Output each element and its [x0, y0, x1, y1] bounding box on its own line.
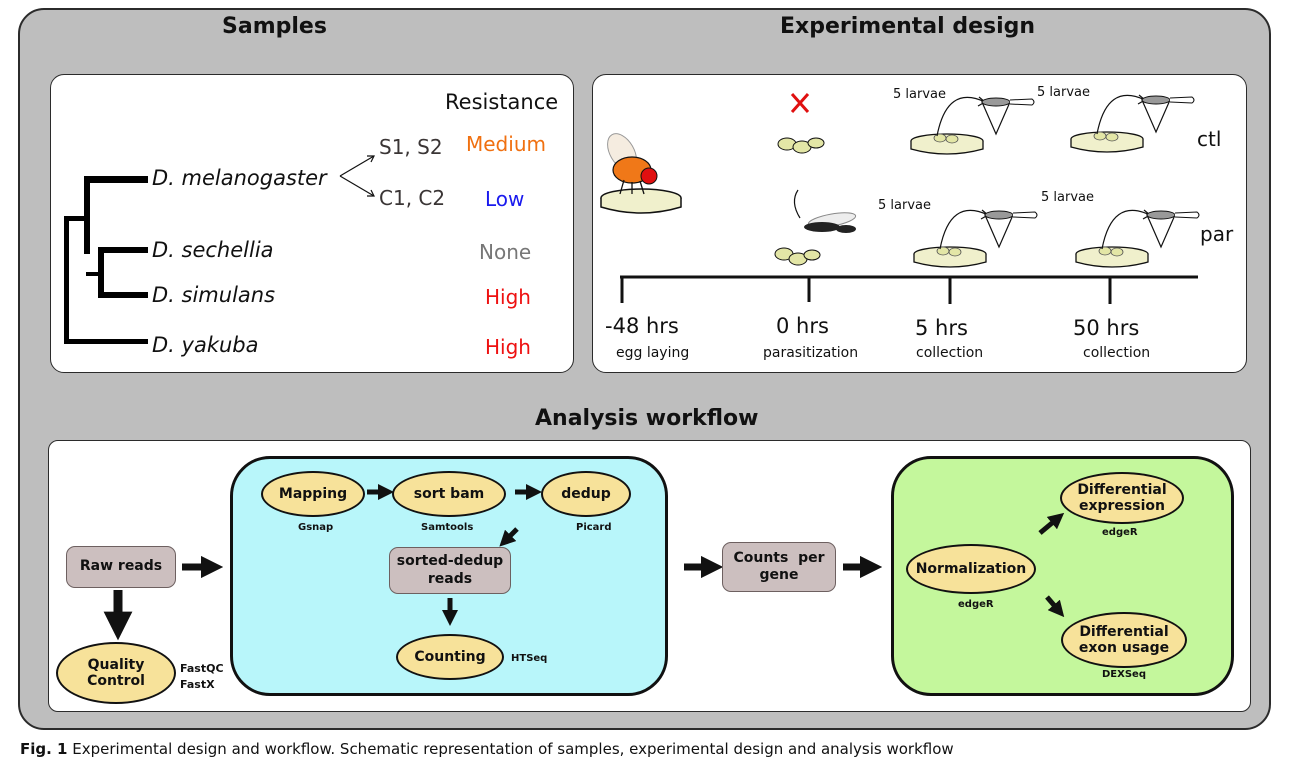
- time-egg-laying: -48 hrs: [605, 314, 679, 338]
- time-50h: 50 hrs: [1073, 316, 1140, 340]
- samples-heading: Samples: [222, 14, 327, 39]
- tool-htseq: HTSeq: [511, 653, 548, 664]
- collection-par-50h-icon: [1075, 209, 1200, 268]
- species-melanogaster: D. melanogaster: [152, 166, 327, 190]
- par-label: par: [1200, 222, 1234, 246]
- strain-s1-s2: S1, S2: [379, 135, 443, 159]
- tree-branch-yakuba: [64, 339, 148, 344]
- resistance-low: Low: [485, 187, 525, 211]
- wasp-parasitization-icon: [774, 189, 857, 266]
- resistance-sechellia: None: [479, 240, 532, 264]
- tool-edger-expression: edgeR: [1102, 527, 1138, 538]
- resistance-header: Resistance: [445, 90, 559, 114]
- dedup-node: dedup: [541, 471, 631, 517]
- species-simulans: D. simulans: [152, 283, 276, 307]
- design-heading: Experimental design: [780, 14, 1036, 39]
- tool-samtools: Samtools: [421, 522, 474, 533]
- mapping-node: Mapping: [261, 471, 365, 517]
- larvae-label-ctl-5h: 5 larvae: [893, 87, 946, 102]
- tool-gsnap: Gsnap: [298, 522, 334, 533]
- tree-branch-simulans: [98, 292, 148, 298]
- tool-edger-normalization: edgeR: [958, 599, 994, 610]
- resistance-medium: Medium: [466, 132, 546, 156]
- larvae-label-par-50h: 5 larvae: [1041, 190, 1094, 205]
- collection-par-5h-icon: [913, 209, 1038, 268]
- collection-ctl-5h-icon: [910, 96, 1035, 155]
- species-sechellia: D. sechellia: [152, 238, 274, 262]
- no-parasitization-icon: [777, 93, 825, 154]
- caption-text: Experimental design and workflow. Schema…: [67, 740, 954, 758]
- tree-vertical-mel: [84, 176, 90, 254]
- time-5h: 5 hrs: [915, 316, 968, 340]
- larvae-label-par-5h: 5 larvae: [878, 198, 931, 213]
- resistance-yakuba: High: [485, 335, 531, 359]
- larvae-label-ctl-50h: 5 larvae: [1037, 85, 1090, 100]
- resistance-simulans: High: [485, 285, 531, 309]
- strain-arrows: [339, 155, 375, 197]
- counting-node: Counting: [396, 634, 504, 680]
- sort-bam-node: sort bam: [392, 471, 506, 517]
- tree-join-sech-sim: [86, 272, 102, 276]
- tree-branch-melanogaster: [84, 176, 148, 183]
- event-5h: collection: [916, 345, 984, 361]
- design-illustration: [600, 93, 1200, 304]
- design-panel: [592, 74, 1247, 373]
- fly-on-dish-icon: [600, 133, 682, 214]
- tree-root-vertical: [64, 216, 69, 343]
- workflow-heading: Analysis workflow: [535, 406, 759, 431]
- samples-panel: [50, 74, 574, 373]
- timeline-axis: [620, 275, 1198, 304]
- ctl-label: ctl: [1197, 127, 1222, 151]
- raw-reads-box: Raw reads: [66, 546, 176, 588]
- tool-fastx: FastX: [180, 678, 215, 691]
- figure-caption: Fig. 1 Experimental design and workflow.…: [20, 740, 954, 758]
- species-yakuba: D. yakuba: [152, 333, 259, 357]
- tool-dexseq: DEXSeq: [1102, 669, 1146, 680]
- caption-label: Fig. 1: [20, 740, 68, 758]
- event-parasitization: parasitization: [763, 345, 859, 361]
- normalization-node: Normalization: [906, 544, 1036, 594]
- tree-branch-sechellia: [98, 247, 148, 253]
- tool-picard: Picard: [576, 522, 612, 533]
- tool-fastqc: FastQC: [180, 662, 224, 675]
- event-egg-laying: egg laying: [616, 345, 690, 361]
- event-50h: collection: [1083, 345, 1151, 361]
- strain-c1-c2: C1, C2: [379, 186, 446, 210]
- time-parasitization: 0 hrs: [776, 314, 829, 338]
- tree-join-mel: [64, 216, 88, 221]
- collection-ctl-50h-icon: [1070, 94, 1195, 153]
